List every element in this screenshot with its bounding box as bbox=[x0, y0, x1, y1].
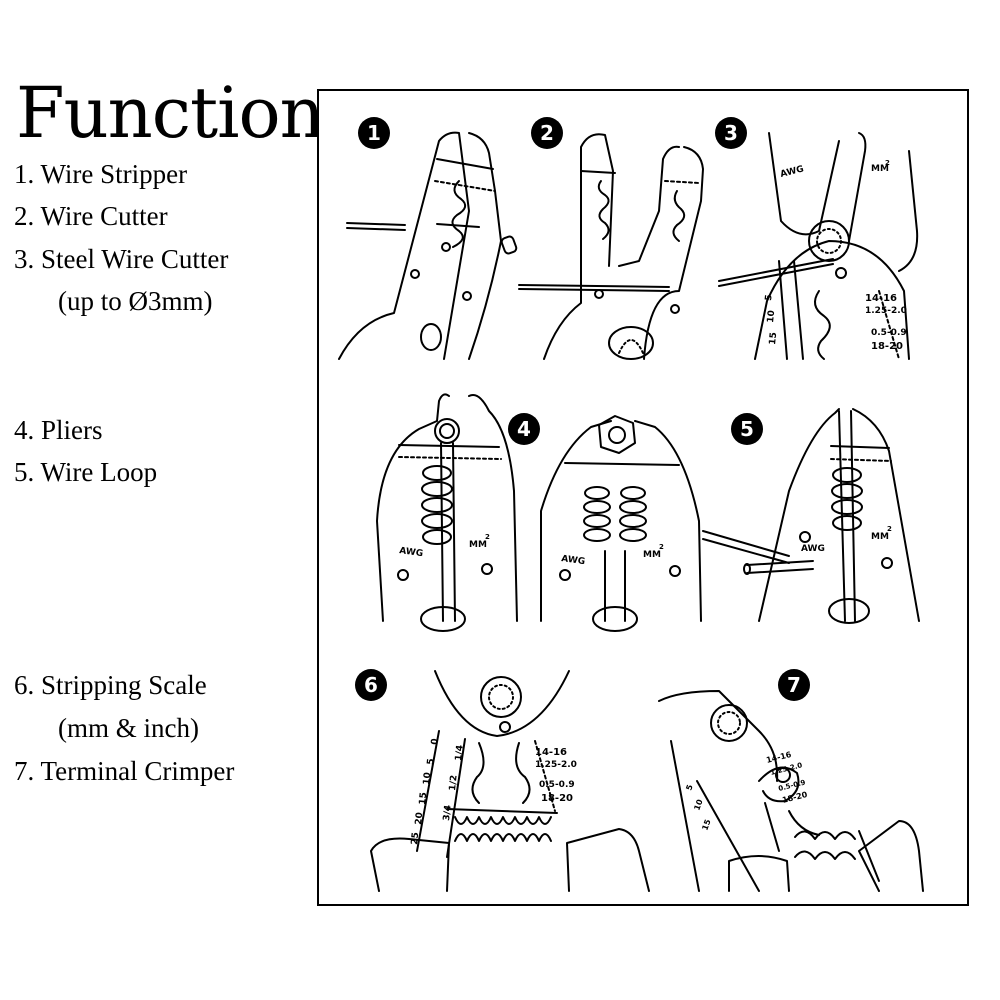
step-badge-1 bbox=[358, 117, 390, 149]
scale-15-6: 15 bbox=[418, 792, 429, 806]
function-stripping-scale: 6. Stripping Scale bbox=[14, 670, 207, 700]
illustration-pliers-loop bbox=[376, 393, 518, 632]
awg-label-5: AWG bbox=[801, 544, 825, 554]
awg-label-4a: AWG bbox=[399, 546, 424, 559]
function-stripping-scale-note: (mm & inch) bbox=[58, 713, 199, 743]
mm-label-5: MM bbox=[871, 532, 889, 542]
function-wire-loop: 5. Wire Loop bbox=[14, 457, 158, 487]
illustration-steel-wire-cutter bbox=[718, 132, 919, 360]
gauge-label-d-7: 18-20 bbox=[781, 790, 808, 805]
step-badge-6 bbox=[355, 669, 387, 701]
function-wire-stripper: 1. Wire Stripper bbox=[14, 159, 188, 189]
scale-10-7: 10 bbox=[692, 798, 704, 812]
mm-label-4b: MM bbox=[643, 550, 661, 560]
awg-label-4b: AWG bbox=[561, 554, 586, 567]
scale-5-7: 5 bbox=[684, 783, 695, 792]
illustration-svg: 1 2 3 4 5 6 7 AWG MM 2 14-16 1.25-2.0 0.… bbox=[338, 117, 924, 892]
scale-25-6: 25 bbox=[410, 832, 421, 846]
function-wire-cutter: 2. Wire Cutter bbox=[14, 201, 168, 231]
scale-10-3: 10 bbox=[766, 310, 777, 324]
mm-label-4a: MM bbox=[469, 540, 487, 550]
scale-15-3: 15 bbox=[768, 332, 779, 346]
step-number-5: 5 bbox=[740, 417, 754, 441]
function-pliers: 4. Pliers bbox=[14, 415, 103, 445]
gauge-label-c-6: 0.5-0.9 bbox=[539, 780, 575, 790]
gauge-label-a-7: 14-16 bbox=[765, 750, 792, 765]
step-badge-7 bbox=[778, 669, 810, 701]
gauge-label-b-3: 1.25-2.0 bbox=[865, 306, 907, 316]
step-badge-4 bbox=[508, 413, 540, 445]
step-number-1: 1 bbox=[367, 121, 381, 145]
scale-20-6: 20 bbox=[414, 812, 425, 826]
step-number-7: 7 bbox=[787, 673, 801, 697]
scale-0-6: 0 bbox=[430, 738, 441, 745]
gauge-label-c-3: 0.5-0.9 bbox=[871, 328, 907, 338]
gauge-label-d-6: 18-20 bbox=[541, 793, 573, 804]
step-badge-3 bbox=[715, 117, 747, 149]
gauge-label-b-6: 1.25-2.0 bbox=[535, 760, 577, 770]
function-steel-wire-cutter: 3. Steel Wire Cutter bbox=[14, 244, 229, 274]
step-number-6: 6 bbox=[364, 673, 378, 697]
illustration-wire-loop-forming bbox=[702, 408, 920, 624]
gauge-label-a-6: 14-16 bbox=[535, 747, 567, 758]
step-number-3: 3 bbox=[724, 121, 738, 145]
step-number-2: 2 bbox=[540, 121, 554, 145]
inch-quarter-6: 1/4 bbox=[454, 745, 466, 762]
awg-label-3: AWG bbox=[779, 164, 805, 179]
step-badges: 1 2 3 4 5 6 7 bbox=[355, 117, 810, 701]
mm-sq-label-5: 2 bbox=[887, 525, 892, 533]
gauge-label-d-3: 18-20 bbox=[871, 341, 903, 352]
illustration-stripping-scale bbox=[370, 670, 650, 892]
illustration-wire-cutter bbox=[518, 133, 704, 360]
illustration-terminal-crimper bbox=[658, 690, 924, 892]
step-badge-5 bbox=[731, 413, 763, 445]
illustration-pliers-nut bbox=[540, 415, 702, 632]
page-title: Functions bbox=[16, 72, 360, 154]
illustration-wire-stripper bbox=[338, 131, 518, 360]
function-terminal-crimper: 7. Terminal Crimper bbox=[14, 756, 235, 786]
step-badge-2 bbox=[531, 117, 563, 149]
inch-half-6: 1/2 bbox=[448, 775, 460, 792]
mm-sq-label-3: 2 bbox=[885, 159, 890, 167]
scale-15-7: 15 bbox=[700, 818, 712, 832]
mm-sq-label-4b: 2 bbox=[659, 543, 664, 551]
scale-5-6: 5 bbox=[426, 758, 437, 765]
scale-5-3: 5 bbox=[764, 294, 775, 301]
function-steel-wire-cutter-note: (up to Ø3mm) bbox=[58, 286, 213, 316]
gauge-label-a-3: 14-16 bbox=[865, 293, 897, 304]
inch-three-quarter-6: 3/4 bbox=[442, 805, 454, 822]
mm-label-3: MM bbox=[871, 164, 889, 174]
mm-sq-label-4a: 2 bbox=[485, 533, 490, 541]
scale-10-6: 10 bbox=[422, 772, 433, 786]
step-number-4: 4 bbox=[517, 417, 531, 441]
illustration-panel: 1 2 3 4 5 6 7 AWG MM 2 14-16 1.25-2.0 0.… bbox=[317, 89, 969, 906]
